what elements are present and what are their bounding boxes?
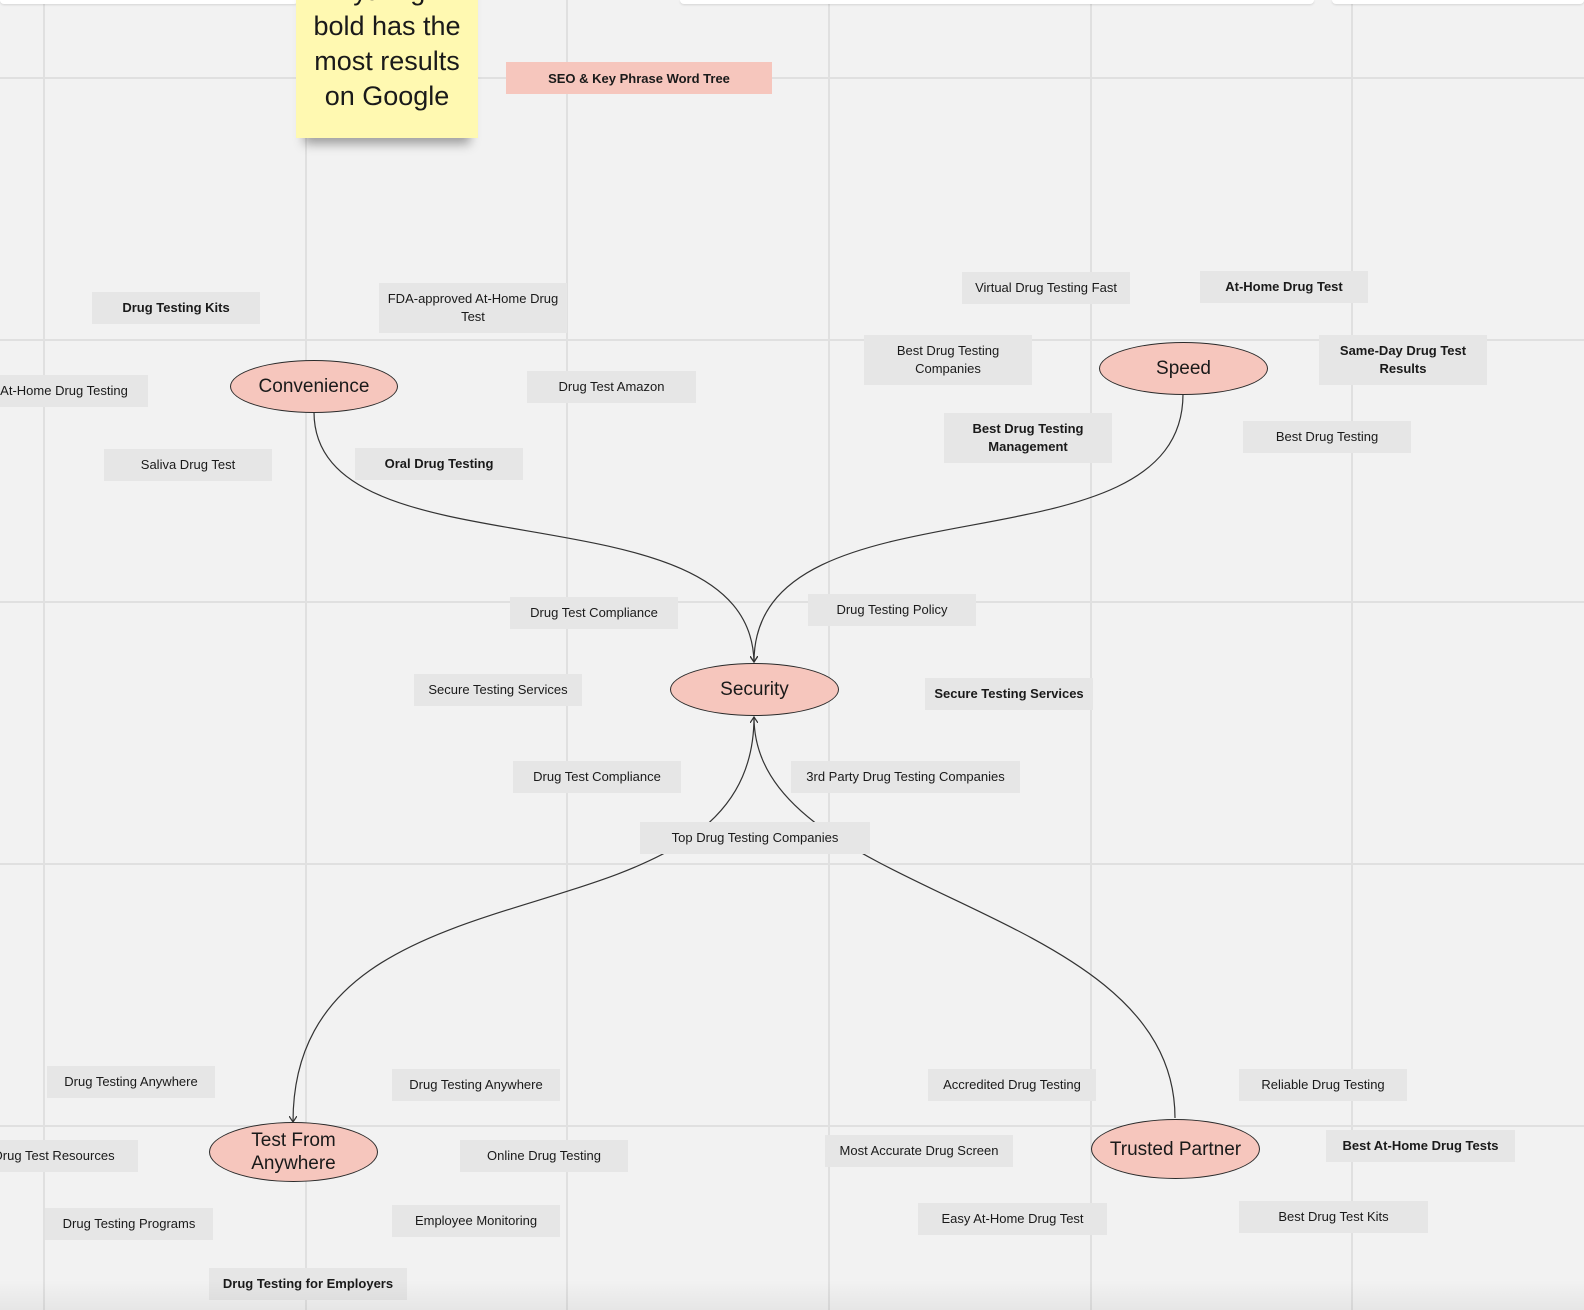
keyword-easy-at-home-drug-test[interactable]: Easy At-Home Drug Test	[918, 1203, 1107, 1235]
grid-line	[0, 601, 1584, 603]
keyword-drug-testing-for-employers[interactable]: Drug Testing for Employers	[209, 1268, 407, 1300]
grid-line	[828, 0, 830, 1310]
keyword-drug-test-compliance[interactable]: Drug Test Compliance	[513, 761, 681, 793]
keyword-fda-approved[interactable]: FDA-approved At-Home Drug Test	[379, 283, 567, 333]
keyword-label: Best At-Home Drug Tests	[1342, 1138, 1499, 1153]
keyword-label: Best Drug Testing	[1275, 429, 1379, 444]
keyword-label: Oral Drug Testing	[384, 456, 494, 471]
keyword-oral-drug-testing[interactable]: Oral Drug Testing	[355, 448, 523, 480]
keyword-label: Drug Test Resources	[0, 1148, 115, 1163]
connector-speed-security	[754, 393, 1184, 662]
keyword-label: Employee Monitoring	[414, 1213, 538, 1228]
keyword-label: At-Home Drug Test	[1225, 279, 1343, 294]
keyword-label: Drug Testing for Employers	[223, 1275, 393, 1293]
keyword-drug-testing-policy[interactable]: Drug Testing Policy	[808, 594, 976, 626]
board-title-label: SEO & Key Phrase Word Tree	[548, 70, 730, 86]
keyword-employee-monitoring[interactable]: Employee Monitoring	[392, 1205, 560, 1237]
node-security[interactable]: Security	[670, 663, 839, 716]
keyword-label: Drug Testing Policy	[836, 602, 948, 617]
grid-line	[0, 77, 1584, 79]
node-label: Trusted Partner	[1109, 1138, 1242, 1160]
keyword-best-drug-testing[interactable]: Best Drug Testing	[1243, 421, 1411, 453]
keyword-virtual-drug-testing-fast[interactable]: Virtual Drug Testing Fast	[962, 272, 1130, 304]
keyword-label: Top Drug Testing Companies	[671, 830, 839, 845]
keyword-drug-testing-anywhere[interactable]: Drug Testing Anywhere	[392, 1069, 560, 1101]
keyword-accredited-drug-testing[interactable]: Accredited Drug Testing	[928, 1069, 1096, 1101]
keyword-best-at-home-drug-tests[interactable]: Best At-Home Drug Tests	[1326, 1130, 1515, 1162]
frame-edge	[1332, 0, 1584, 4]
keyword-label: Same-Day Drug Test Results	[1339, 343, 1467, 376]
keyword-label: Saliva Drug Test	[140, 457, 236, 472]
keyword-label: At-Home Drug Testing	[0, 383, 128, 398]
keyword-most-accurate-drug-screen[interactable]: Most Accurate Drug Screen	[825, 1135, 1013, 1167]
keyword-label: Drug Test Compliance	[533, 769, 661, 784]
keyword-same-day-results[interactable]: Same-Day Drug Test Results	[1319, 335, 1487, 385]
node-convenience[interactable]: Convenience	[230, 360, 398, 413]
keyword-label: Most Accurate Drug Screen	[839, 1143, 999, 1158]
keyword-saliva-drug-test[interactable]: Saliva Drug Test	[104, 449, 272, 481]
connector-convenience-security	[313, 411, 754, 662]
keyword-secure-testing-services-bold[interactable]: Secure Testing Services	[925, 678, 1093, 710]
keyword-label: Best Drug Test Kits	[1278, 1209, 1389, 1224]
grid-line	[0, 863, 1584, 865]
keyword-label: Drug Testing Programs	[62, 1216, 196, 1231]
board-title[interactable]: SEO & Key Phrase Word Tree	[506, 62, 772, 94]
node-label: Convenience	[258, 376, 370, 397]
keyword-drug-test-amazon[interactable]: Drug Test Amazon	[527, 371, 696, 403]
canvas-fade	[0, 1280, 1584, 1310]
keyword-drug-testing-anywhere[interactable]: Drug Testing Anywhere	[47, 1066, 215, 1098]
node-label: Speed	[1156, 358, 1211, 379]
grid-line	[305, 0, 307, 1310]
keyword-best-drug-testing-companies[interactable]: Best Drug Testing Companies	[864, 335, 1032, 385]
grid-line	[0, 339, 1584, 341]
node-label: Security	[720, 679, 789, 700]
keyword-label: Virtual Drug Testing Fast	[975, 280, 1117, 295]
frame-edge	[0, 0, 298, 4]
keyword-top-drug-testing-companies[interactable]: Top Drug Testing Companies	[640, 822, 870, 854]
keyword-label: FDA-approved At-Home Drug Test	[387, 291, 559, 324]
sticky-note[interactable]: Anything in bold has the most results on…	[296, 0, 478, 138]
keyword-label: Drug Testing Anywhere	[64, 1074, 198, 1089]
keyword-drug-testing-kits[interactable]: Drug Testing Kits	[92, 292, 260, 324]
grid-line	[1351, 0, 1353, 1310]
grid-line	[566, 0, 568, 1310]
node-trusted-partner[interactable]: Trusted Partner	[1091, 1119, 1260, 1179]
connector-security-test-from-anywhere	[293, 716, 755, 1122]
keyword-best-drug-test-kits[interactable]: Best Drug Test Kits	[1239, 1201, 1428, 1233]
keyword-drug-test-compliance[interactable]: Drug Test Compliance	[510, 597, 678, 629]
keyword-drug-test-resources[interactable]: Drug Test Resources	[0, 1140, 138, 1172]
keyword-online-drug-testing[interactable]: Online Drug Testing	[460, 1140, 628, 1172]
connector-trusted-partner-security	[754, 717, 1176, 1119]
node-test-from-anywhere[interactable]: Test From Anywhere	[209, 1122, 378, 1182]
keyword-drug-testing-programs[interactable]: Drug Testing Programs	[45, 1208, 213, 1240]
keyword-secure-testing-services[interactable]: Secure Testing Services	[414, 674, 582, 706]
keyword-label: Best Drug Testing Companies	[896, 343, 1000, 376]
keyword-label: Accredited Drug Testing	[943, 1077, 1081, 1092]
keyword-label: Online Drug Testing	[487, 1148, 601, 1163]
keyword-at-home-drug-testing[interactable]: At-Home Drug Testing	[0, 375, 148, 407]
node-speed[interactable]: Speed	[1099, 342, 1268, 395]
keyword-label: Drug Testing Anywhere	[409, 1077, 543, 1092]
keyword-label: Easy At-Home Drug Test	[941, 1211, 1084, 1226]
node-label: Test From Anywhere	[251, 1130, 336, 1174]
frame-edge	[680, 0, 1314, 4]
grid-line	[1090, 0, 1092, 1310]
grid-line	[43, 0, 45, 1310]
keyword-label: Secure Testing Services	[428, 682, 568, 697]
keyword-label: Drug Test Amazon	[558, 379, 665, 394]
keyword-reliable-drug-testing[interactable]: Reliable Drug Testing	[1239, 1069, 1407, 1101]
keyword-label: Reliable Drug Testing	[1261, 1077, 1385, 1092]
keyword-3rd-party-companies[interactable]: 3rd Party Drug Testing Companies	[791, 761, 1020, 793]
keyword-label: Secure Testing Services	[934, 686, 1084, 701]
keyword-label: Drug Testing Kits	[122, 300, 230, 315]
grid-line	[0, 1125, 1584, 1127]
keyword-label: 3rd Party Drug Testing Companies	[806, 769, 1005, 784]
sticky-note-text: Anything in bold has the most results on…	[313, 0, 461, 111]
keyword-label: Drug Test Compliance	[530, 605, 658, 620]
keyword-label: Best Drug Testing Management	[972, 421, 1084, 454]
keyword-best-drug-testing-management[interactable]: Best Drug Testing Management	[944, 413, 1112, 463]
keyword-at-home-drug-test[interactable]: At-Home Drug Test	[1200, 271, 1368, 303]
